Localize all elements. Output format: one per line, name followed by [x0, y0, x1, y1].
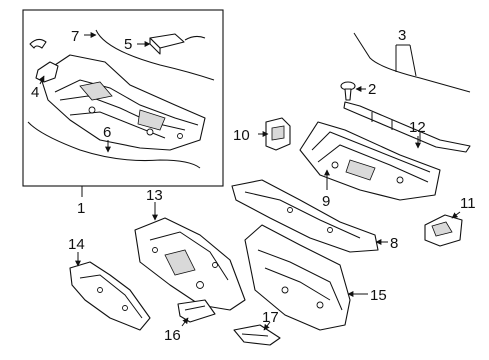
- callout-7: 7: [71, 28, 79, 45]
- part-4-clip: [29, 38, 59, 83]
- part-15-insulator: [244, 224, 351, 331]
- part-14-insulator: [69, 261, 151, 331]
- callout-3: 3: [398, 27, 406, 44]
- callout-11: 11: [460, 195, 476, 212]
- callout-9: 9: [322, 193, 330, 210]
- cowl-top-panel: [39, 54, 206, 151]
- part-9-cowl-panel: [299, 121, 441, 201]
- part-7-seal: [95, 29, 215, 81]
- part-16-bracket: [177, 299, 216, 323]
- callout-16-leader: [181, 317, 189, 327]
- part-6-strip: [27, 121, 201, 169]
- part-3-strip: [353, 32, 471, 93]
- part-17-bracket: [233, 324, 281, 346]
- callout-1: 1: [77, 200, 85, 217]
- callout-4: 4: [31, 84, 39, 101]
- part-10-bracket: [265, 117, 291, 151]
- assembly-box: [22, 9, 224, 187]
- part-8-member: [231, 179, 379, 253]
- callout-16: 16: [164, 327, 181, 344]
- callout-15: 15: [370, 287, 387, 304]
- callout-4-leader: [38, 75, 45, 85]
- callout-14: 14: [68, 236, 85, 253]
- callout-11-leader: [451, 211, 461, 219]
- part-12-bar: [343, 101, 471, 153]
- callout-3-leader: [395, 44, 417, 77]
- callout-12: 12: [409, 119, 426, 136]
- part-2-bolt: [340, 81, 356, 101]
- part-13-dash-panel: [134, 217, 246, 311]
- callout-8: 8: [390, 235, 398, 252]
- callout-10: 10: [233, 127, 250, 144]
- callout-17: 17: [262, 309, 279, 326]
- part-5-block: [149, 33, 206, 55]
- part-11-bracket: [424, 214, 463, 247]
- callout-6: 6: [103, 124, 111, 141]
- callout-5: 5: [124, 36, 132, 53]
- callout-13: 13: [146, 187, 163, 204]
- callout-2: 2: [368, 81, 376, 98]
- callout-17-leader: [263, 321, 271, 331]
